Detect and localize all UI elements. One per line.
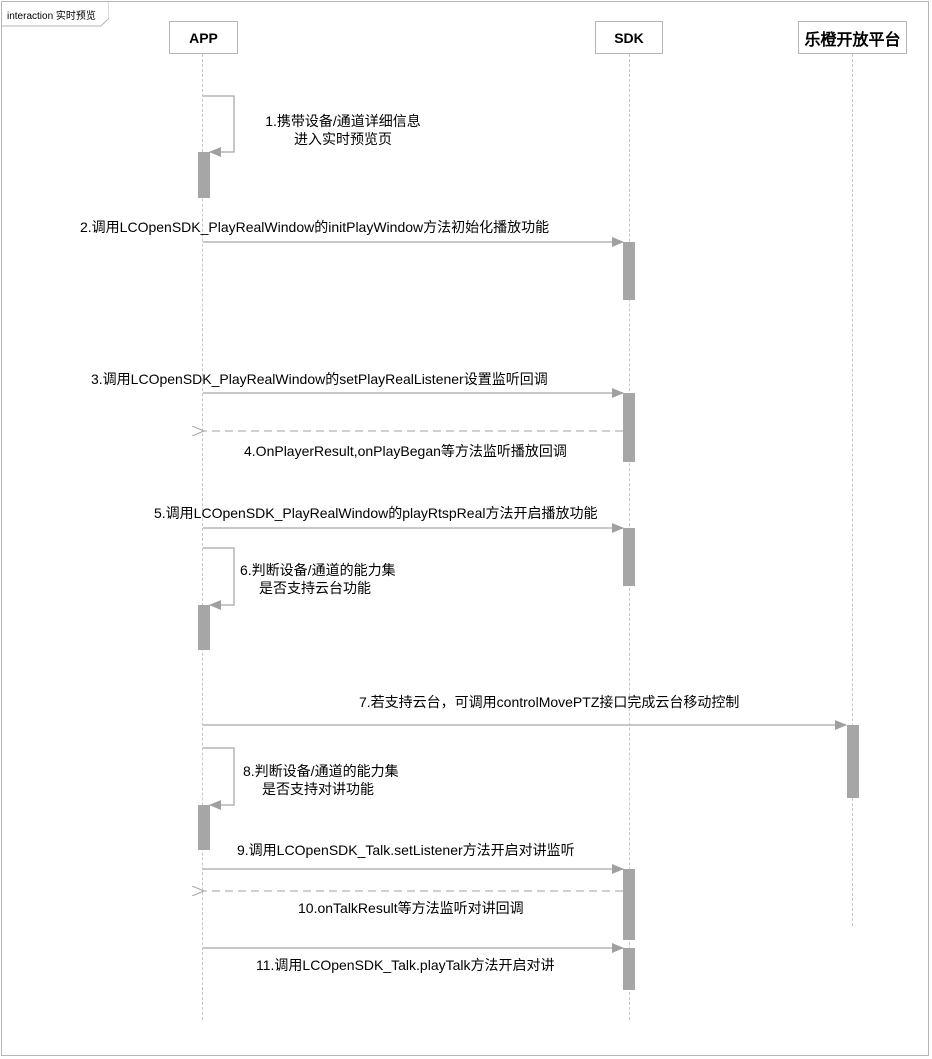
participant-sdk-label: SDK xyxy=(614,29,644,46)
participant-sdk[interactable]: SDK xyxy=(595,21,663,54)
activation-app-8 xyxy=(198,805,210,850)
frame-label: interaction 实时预览 xyxy=(7,11,96,22)
message-4-label: 4.OnPlayerResult,onPlayBegan等方法监听播放回调 xyxy=(244,443,567,459)
message-1-label: 1.携带设备/通道详细信息 进入实时预览页 xyxy=(243,112,443,148)
activation-platform-7 xyxy=(847,725,859,798)
message-8-line2: 是否支持对讲功能 xyxy=(262,781,374,797)
participant-platform[interactable]: 乐橙开放平台 xyxy=(798,21,907,54)
message-10-label: 10.onTalkResult等方法监听对讲回调 xyxy=(298,900,524,916)
message-7-label: 7.若支持云台，可调用controlMovePTZ接口完成云台移动控制 xyxy=(359,694,740,710)
message-1-line1: 1.携带设备/通道详细信息 xyxy=(265,113,421,129)
message-6-line2: 是否支持云台功能 xyxy=(259,580,371,596)
activation-sdk-9 xyxy=(623,869,635,940)
activation-sdk-5 xyxy=(623,528,635,586)
message-2-label: 2.调用LCOpenSDK_PlayRealWindow的initPlayWin… xyxy=(80,219,550,235)
message-8-label: 8.判断设备/通道的能力集 是否支持对讲功能 xyxy=(243,762,399,798)
message-9-label: 9.调用LCOpenSDK_Talk.setListener方法开启对讲监听 xyxy=(237,842,575,858)
participant-app-label: APP xyxy=(189,29,218,46)
message-5-label: 5.调用LCOpenSDK_PlayRealWindow的playRtspRea… xyxy=(154,505,598,521)
frame-tab-outline xyxy=(1,1,109,27)
message-11-label: 11.调用LCOpenSDK_Talk.playTalk方法开启对讲 xyxy=(256,957,555,973)
message-3-label: 3.调用LCOpenSDK_PlayRealWindow的setPlayReal… xyxy=(91,371,548,387)
participant-platform-label: 乐橙开放平台 xyxy=(804,31,901,49)
lifeline-app xyxy=(202,54,203,1020)
message-6-line1: 6.判断设备/通道的能力集 xyxy=(240,562,396,578)
activation-sdk-11 xyxy=(623,948,635,990)
activation-sdk-2 xyxy=(623,242,635,300)
lifeline-platform xyxy=(852,54,853,926)
message-8-line1: 8.判断设备/通道的能力集 xyxy=(243,763,399,779)
participant-app[interactable]: APP xyxy=(169,21,238,54)
activation-sdk-3 xyxy=(623,393,635,462)
message-6-label: 6.判断设备/通道的能力集 是否支持云台功能 xyxy=(240,561,396,597)
message-1-line2: 进入实时预览页 xyxy=(294,131,392,147)
activation-app-1 xyxy=(198,152,210,198)
activation-app-6 xyxy=(198,605,210,650)
frame-tab: interaction 实时预览 xyxy=(1,1,109,27)
